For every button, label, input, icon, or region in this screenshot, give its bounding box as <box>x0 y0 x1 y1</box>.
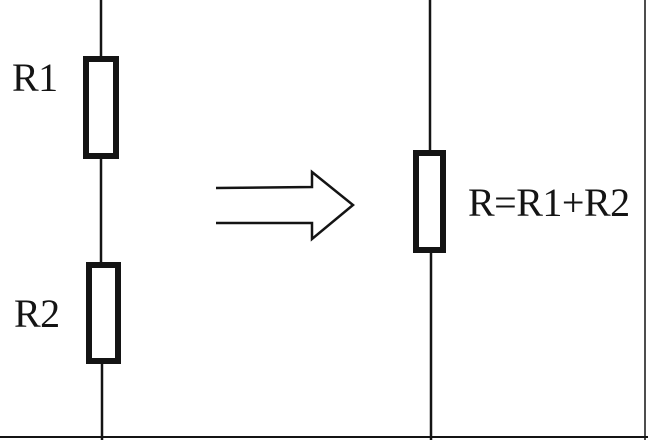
left-series-circuit <box>83 0 121 440</box>
resistor-r1-label: R1 <box>12 55 58 100</box>
equivalent-resistance-equation: R=R1+R2 <box>468 180 630 225</box>
resistor-r1 <box>83 56 119 159</box>
equivalence-arrow <box>215 169 355 242</box>
resistor-r <box>413 150 446 253</box>
resistor-r2-label: R2 <box>14 291 60 336</box>
right-equivalent-circuit <box>413 0 446 440</box>
resistor-r2 <box>86 262 121 364</box>
